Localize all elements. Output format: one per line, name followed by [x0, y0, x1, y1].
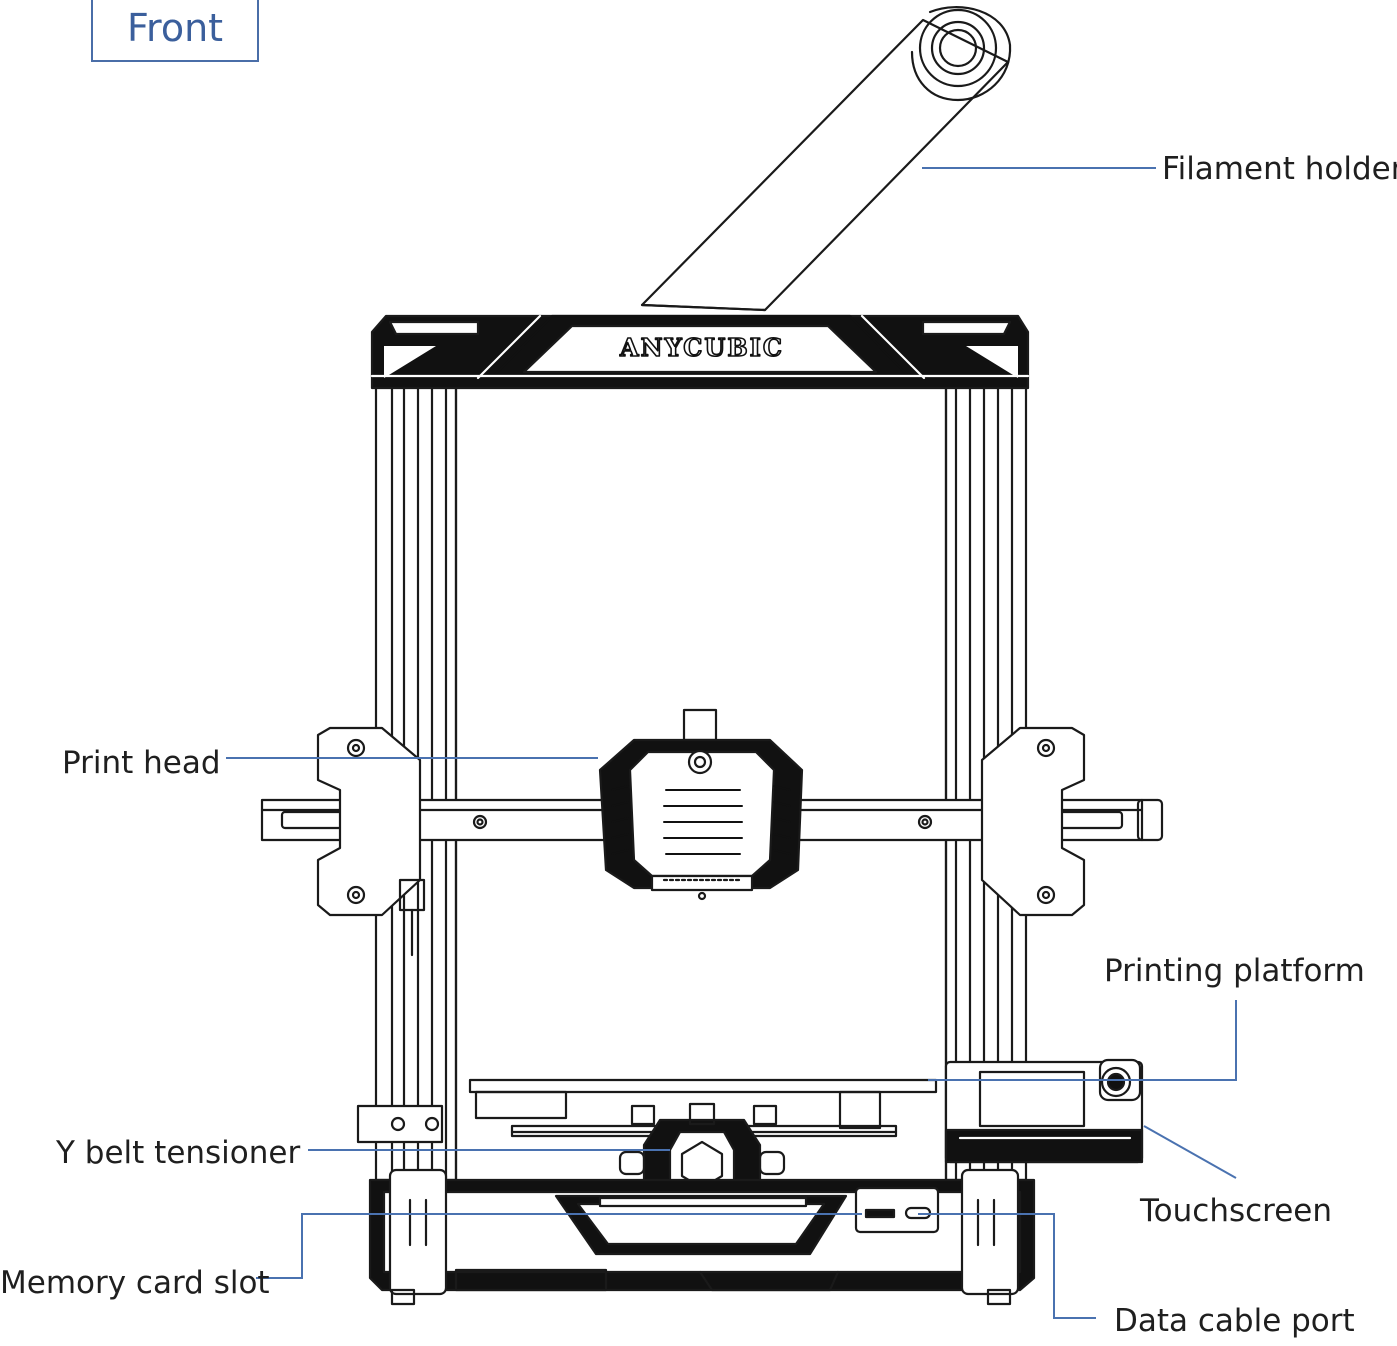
label-printing-platform: Printing platform — [1104, 953, 1365, 989]
label-print-head: Print head — [62, 745, 221, 781]
leader-lines — [226, 167, 1237, 1319]
touchscreen — [944, 1058, 1144, 1164]
label-filament-holder: Filament holder — [1162, 151, 1397, 187]
view-label: Front — [126, 6, 224, 50]
left-bracket — [356, 1104, 444, 1144]
leader-memory-card-slot — [256, 1213, 862, 1279]
filament-holder — [640, 6, 1012, 312]
label-data-cable-port: Data cable port — [1114, 1303, 1355, 1339]
label-touchscreen: Touchscreen — [1140, 1193, 1333, 1229]
brand-text: ANYCUBIC — [619, 333, 784, 362]
printing-platform — [468, 1078, 938, 1138]
leader-data-cable-port — [918, 1213, 1096, 1319]
top-beam — [370, 314, 1030, 390]
view-tag: Front — [91, 0, 259, 62]
label-y-belt-tensioner: Y belt tensioner — [56, 1135, 301, 1171]
label-memory-card-slot: Memory card slot — [0, 1265, 270, 1301]
leader-printing-platform — [928, 1000, 1237, 1081]
print-head — [598, 708, 804, 901]
printer-base — [368, 1168, 1036, 1306]
leader-touchscreen — [1143, 1125, 1237, 1179]
